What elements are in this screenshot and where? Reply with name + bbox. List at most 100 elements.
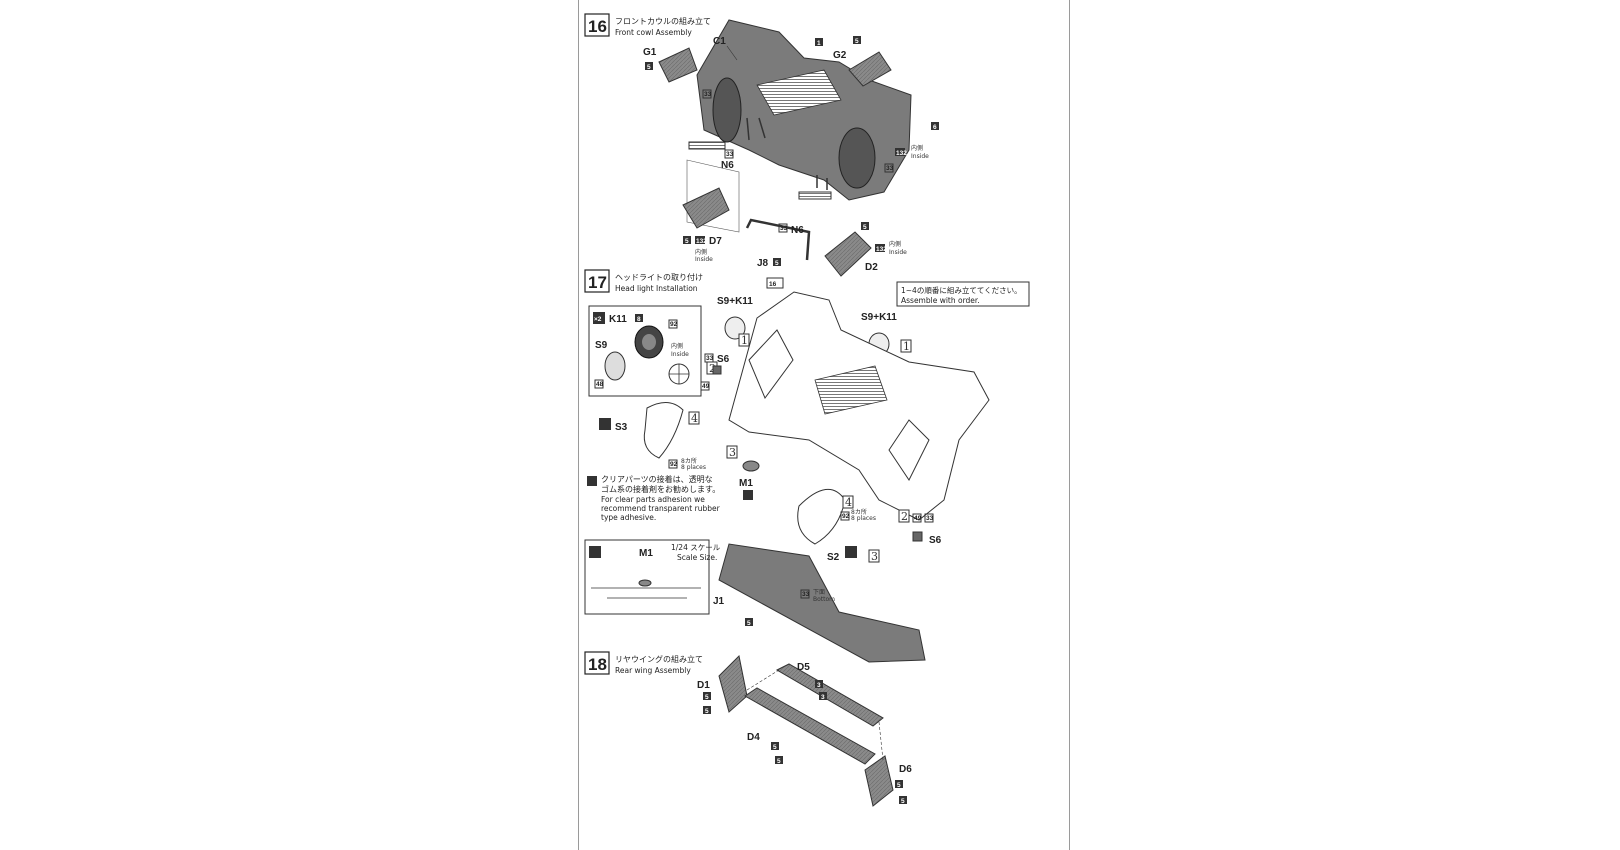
svg-text:16: 16 <box>769 281 777 288</box>
n6-left-part <box>688 141 726 150</box>
label-m1: M1 <box>739 478 753 489</box>
label-n6-left: N6 <box>721 160 734 171</box>
j8-part <box>745 218 811 261</box>
label-j8: J8 <box>757 258 769 269</box>
step-17-title-jp: ヘッドライトの取り付け <box>615 272 703 282</box>
label-n6-right: N6 <box>791 225 804 236</box>
seq-3-left: 3 <box>729 446 736 459</box>
svg-text:5: 5 <box>775 260 779 267</box>
g1-part <box>658 47 698 83</box>
scale-inset <box>584 539 710 615</box>
step-18-number: 18 <box>588 655 607 674</box>
n6-right-part <box>798 191 832 200</box>
right-headlight-recess <box>838 127 876 189</box>
svg-text:5: 5 <box>685 238 689 245</box>
step-18: 18 リヤウイングの組み立て Rear wing Assembly D1 5 5… <box>584 651 912 807</box>
j1-part <box>718 543 926 663</box>
label-d6: D6 <box>899 764 912 775</box>
badge-1 <box>815 38 823 46</box>
step-18-title-jp: リヤウイングの組み立て <box>615 654 703 664</box>
cowl-vent <box>756 69 842 116</box>
svg-text:5: 5 <box>647 64 651 71</box>
label-s9k11-right: S9+K11 <box>861 312 897 323</box>
label-d2: D2 <box>865 262 878 273</box>
svg-text:49: 49 <box>914 515 922 522</box>
label-d1: D1 <box>697 680 710 691</box>
svg-text:1: 1 <box>817 40 821 47</box>
svg-text:132: 132 <box>876 246 887 253</box>
svg-text:92: 92 <box>670 321 678 328</box>
svg-text:下面: 下面 <box>813 589 825 596</box>
svg-text:内側: 内側 <box>911 144 923 152</box>
svg-text:5: 5 <box>901 798 905 805</box>
svg-text:Inside: Inside <box>889 249 907 256</box>
step-17-title-en: Head light Installation <box>615 284 698 293</box>
svg-text:type adhesive.: type adhesive. <box>601 513 656 522</box>
seq-2-right: 2 <box>901 510 908 523</box>
instruction-sheet: 16 フロントカウルの組み立て Front cowl Assembly G1 5… <box>578 0 1070 850</box>
s9-part <box>604 351 626 381</box>
s6-left-part <box>712 365 722 375</box>
left-headlight-recess <box>712 77 742 143</box>
badge-5-g2 <box>853 36 861 44</box>
d2-part <box>824 231 872 277</box>
svg-text:5: 5 <box>863 224 867 231</box>
seq-3-right: 3 <box>871 550 878 563</box>
svg-text:Inside: Inside <box>671 351 689 358</box>
step-17: 17 ヘッドライトの取り付け Head light Installation 1… <box>584 269 1030 663</box>
step-16-box <box>584 13 610 37</box>
svg-text:33: 33 <box>726 151 734 158</box>
brush-icon-s3 <box>599 418 611 430</box>
label-m1-scale: M1 <box>639 548 653 559</box>
assembly-diagram: 16 フロントカウルの組み立て Front cowl Assembly G1 5… <box>584 13 1030 807</box>
label-s2: S2 <box>827 552 840 563</box>
svg-text:33: 33 <box>780 225 788 232</box>
svg-text:内側: 内側 <box>695 248 707 256</box>
svg-text:33: 33 <box>802 591 810 598</box>
body-vent <box>814 365 888 415</box>
label-s3: S3 <box>615 422 628 433</box>
d4-part <box>744 687 876 765</box>
d5-part <box>775 663 884 727</box>
svg-text:内側: 内側 <box>889 240 901 248</box>
svg-text:132: 132 <box>696 238 707 245</box>
s6-right-part <box>912 531 923 542</box>
svg-text:5: 5 <box>747 620 751 627</box>
svg-text:132: 132 <box>896 150 907 157</box>
label-s6-left: S6 <box>717 354 730 365</box>
d1-part <box>718 654 748 713</box>
svg-text:8 places: 8 places <box>851 515 876 522</box>
order-note-en: Assemble with order. <box>901 296 980 305</box>
svg-text:8カ所: 8カ所 <box>681 457 697 465</box>
seq-4-left: 4 <box>691 412 698 425</box>
seq-1-right: 1 <box>903 340 910 353</box>
order-note-box <box>896 281 1030 307</box>
svg-text:For clear parts adhesion we: For clear parts adhesion we <box>601 495 705 504</box>
svg-text:49: 49 <box>702 383 710 390</box>
label-s6-right: S6 <box>929 535 942 546</box>
svg-text:クリアパーツの接着は、透明な: クリアパーツの接着は、透明な <box>601 474 713 484</box>
svg-text:6: 6 <box>933 124 937 131</box>
d7-part <box>682 187 730 229</box>
step-17-number: 17 <box>588 273 607 292</box>
svg-text:×2: ×2 <box>594 316 602 323</box>
brush-icon-note <box>587 476 597 486</box>
label-j1: J1 <box>713 596 725 607</box>
s3-part <box>643 402 684 459</box>
label-c1: C1 <box>713 36 726 47</box>
cowl-tabs-right <box>816 175 828 190</box>
step-16-number: 16 <box>588 17 607 36</box>
svg-text:92: 92 <box>842 513 850 520</box>
seq-1-left: 1 <box>741 334 748 347</box>
g2-part <box>848 51 892 87</box>
svg-text:33: 33 <box>926 515 934 522</box>
left-headlight-housing <box>748 329 794 400</box>
svg-text:5: 5 <box>897 782 901 789</box>
svg-text:8カ所: 8カ所 <box>851 508 867 516</box>
svg-text:5: 5 <box>705 694 709 701</box>
step-16-title-jp: フロントカウルの組み立て <box>615 16 711 26</box>
label-g1: G1 <box>643 47 657 58</box>
svg-text:8 places: 8 places <box>681 464 706 471</box>
svg-text:Scale Size.: Scale Size. <box>677 553 717 562</box>
badge-5 <box>645 62 653 70</box>
